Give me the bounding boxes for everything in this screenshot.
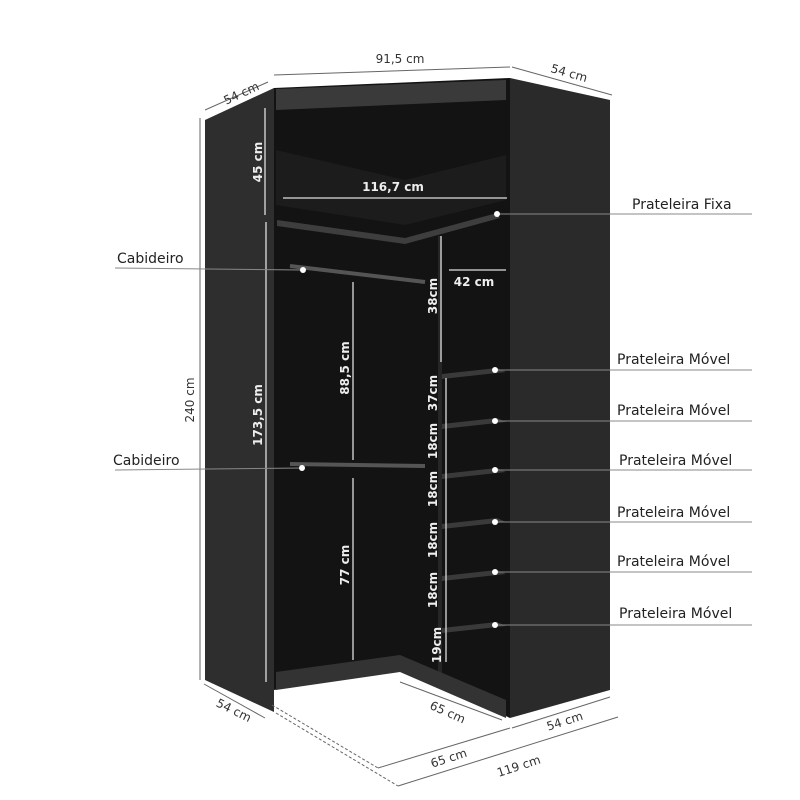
callout-prateleira-movel: Prateleira Móvel	[617, 403, 730, 419]
hanging-rod-lower	[289, 462, 426, 468]
column-divider	[438, 236, 442, 676]
hanging-rod-upper	[289, 264, 426, 284]
callout-prateleira-movel: Prateleira Móvel	[617, 505, 730, 521]
wardrobe	[205, 78, 610, 718]
base-plinth	[276, 655, 506, 718]
upper-back-shade	[276, 150, 506, 225]
side-column-width-label: 42 cm	[454, 275, 495, 289]
callout-prateleira-movel: Prateleira Móvel	[617, 352, 730, 368]
left-side-panel	[205, 88, 274, 712]
shelf-gap-label: 18cm	[426, 471, 440, 507]
callout-lines	[114, 211, 752, 628]
upper-hanging-label: 88,5 cm	[338, 341, 352, 394]
callout-prateleira-movel: Prateleira Móvel	[619, 606, 732, 622]
shelf-gap-label: 37cm	[426, 375, 440, 411]
hanging-height-label: 173,5 cm	[251, 384, 265, 446]
shelf-gap-label: 18cm	[426, 423, 440, 459]
fixed-shelf	[277, 213, 500, 244]
movable-shelves	[442, 368, 506, 633]
fixed-shelf-width-label: 116,7 cm	[362, 180, 424, 194]
callout-cabideiro-lower: Cabideiro	[113, 453, 180, 469]
callout-cabideiro-upper: Cabideiro	[117, 251, 184, 267]
top-compartment-height-label: 45 cm	[251, 142, 265, 183]
bottom-inner-65-label: 65 cm	[428, 698, 468, 726]
shelf-gap-label: 18cm	[426, 522, 440, 558]
shelf-gap-label: 19cm	[430, 627, 444, 663]
inner-dimension-lines	[264, 108, 507, 682]
interior-back	[274, 78, 510, 718]
shelf-gap-label: 18cm	[426, 572, 440, 608]
bottom-total-label: 119 cm	[495, 753, 542, 780]
total-height-label: 240 cm	[183, 377, 197, 422]
callout-prateleira-movel: Prateleira Móvel	[619, 453, 732, 469]
top-width-label: 91,5 cm	[376, 52, 425, 66]
top-right-depth-label: 54 cm	[549, 61, 589, 85]
callout-prateleira-fixa: Prateleira Fixa	[632, 197, 732, 213]
lower-hanging-label: 77 cm	[338, 545, 352, 586]
bottom-outer-65-label: 65 cm	[429, 746, 469, 771]
callout-prateleira-movel: Prateleira Móvel	[617, 554, 730, 570]
bottom-right-depth-label: 54 cm	[545, 709, 585, 734]
top-fascia	[276, 80, 506, 110]
right-side-panel	[510, 78, 610, 718]
outer-dimension-lines	[199, 66, 619, 787]
shelf-gap-label: 38cm	[426, 278, 440, 314]
